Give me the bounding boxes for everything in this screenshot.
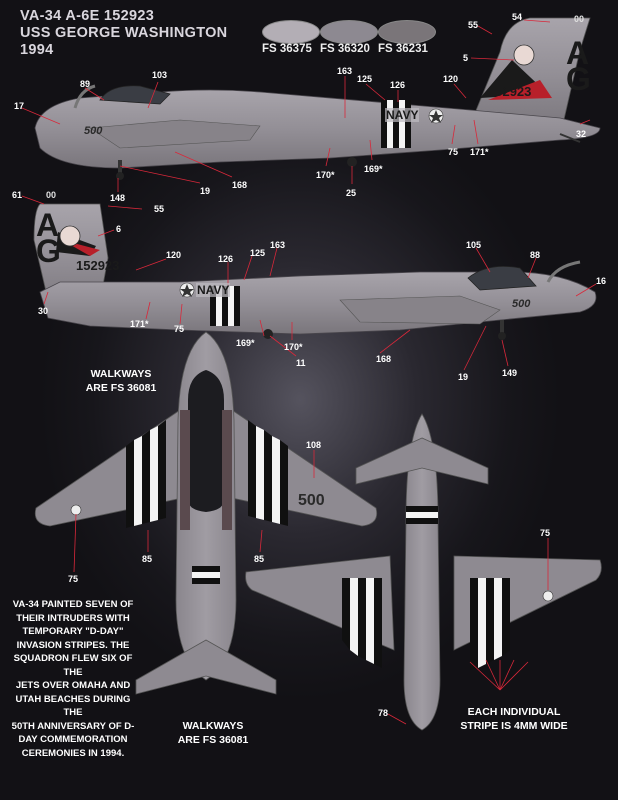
title-line-1: VA-34 A-6E 152923 xyxy=(20,8,155,24)
callout-170b: 170* xyxy=(284,342,303,352)
color-chip-fs36320 xyxy=(320,20,378,44)
callout-75d: 75 xyxy=(540,528,550,538)
callout-85b: 85 xyxy=(254,554,264,564)
walkways-note-bottom-line-1: WALKWAYS xyxy=(182,720,244,732)
callout-55: 55 xyxy=(468,20,478,30)
tail-code-mid: AG xyxy=(36,207,61,269)
callout-17: 17 xyxy=(14,101,24,111)
stripe-width-note: EACH INDIVIDUAL STRIPE IS 4MM WIDE xyxy=(454,706,574,734)
leader-lines-top xyxy=(21,19,591,192)
callout-54: 54 xyxy=(512,12,522,22)
leader-lines-mid xyxy=(21,195,597,371)
modex-top-profile: 500 xyxy=(84,125,103,137)
history-line: DAY COMMEMORATION xyxy=(18,734,128,745)
history-line: CEREMONIES IN 1994. xyxy=(21,747,125,759)
navy-marking-mid: NAVY xyxy=(196,283,231,297)
walkways-note-top: WALKWAYS ARE FS 36081 xyxy=(76,368,166,396)
callout-75: 75 xyxy=(448,147,458,157)
callout-61: 61 xyxy=(12,190,22,200)
color-chip-label-1: FS 36375 xyxy=(262,43,312,55)
callout-11: 11 xyxy=(296,358,306,368)
bureau-number-top: 152923 xyxy=(488,84,532,99)
callout-105: 105 xyxy=(466,240,481,250)
walkways-note-top-line-2: ARE FS 36081 xyxy=(85,381,157,394)
callout-120b: 120 xyxy=(166,250,181,260)
callout-75c: 75 xyxy=(68,574,78,584)
callout-171b: 171* xyxy=(130,319,149,329)
history-note: VA-34 PAINTED SEVEN OF THEIR INTRUDERS W… xyxy=(8,598,138,760)
callout-6: 6 xyxy=(116,224,121,234)
callout-169: 169* xyxy=(364,164,383,174)
color-chip-label-2: FS 36320 xyxy=(320,43,370,55)
callout-148: 148 xyxy=(110,193,125,203)
callout-78: 78 xyxy=(378,708,388,718)
callout-19: 19 xyxy=(200,186,210,196)
callout-5: 5 xyxy=(463,53,468,63)
stripe-note-line-1: EACH INDIVIDUAL xyxy=(467,706,561,718)
history-line: VA-34 PAINTED SEVEN OF xyxy=(12,599,134,610)
callout-126: 126 xyxy=(390,80,405,90)
callout-89: 89 xyxy=(80,79,90,89)
callout-168b: 168 xyxy=(376,354,391,364)
navy-marking-top: NAVY xyxy=(385,108,420,122)
planform-under-view xyxy=(245,413,602,731)
callout-85a: 85 xyxy=(142,554,152,564)
callout-103: 103 xyxy=(152,70,167,80)
leader-lines-low xyxy=(73,450,549,725)
callout-168: 168 xyxy=(232,180,247,190)
history-line: 50TH ANNIVERSARY OF D- xyxy=(11,720,135,732)
tail-top-code: 00 xyxy=(574,14,585,24)
history-line: THEIR INTRUDERS WITH xyxy=(16,612,130,624)
planform-top-view: 500 xyxy=(34,331,378,695)
callout-170: 170* xyxy=(316,170,335,180)
modex-mid-profile: 500 xyxy=(512,298,531,310)
callout-16: 16 xyxy=(596,276,606,286)
callout-163: 163 xyxy=(337,66,352,76)
tail-top-code-mid: 00 xyxy=(46,190,57,200)
stripe-note-line-2: STRIPE IS 4MM WIDE xyxy=(460,719,568,732)
callout-25: 25 xyxy=(346,188,356,198)
callout-169b: 169* xyxy=(236,338,255,348)
color-chip-label-3: FS 36231 xyxy=(378,43,428,55)
callout-125: 125 xyxy=(357,74,372,84)
bureau-number-mid: 152923 xyxy=(76,258,120,273)
planform-modex: 500 xyxy=(298,492,325,509)
callout-120: 120 xyxy=(443,74,458,84)
color-chip-fs36375 xyxy=(262,20,320,44)
callout-149: 149 xyxy=(502,368,517,378)
title-line-3: 1994 xyxy=(20,42,54,58)
callout-126b: 126 xyxy=(218,254,233,264)
callout-171: 171* xyxy=(470,147,489,157)
history-line: UTAH BEACHES DURING THE xyxy=(15,693,131,719)
callout-19b: 19 xyxy=(458,372,468,382)
callout-75b: 75 xyxy=(174,324,184,334)
color-chip-fs36231 xyxy=(378,20,436,44)
profile-left-view xyxy=(34,17,601,180)
walkways-note-bottom-line-2: ARE FS 36081 xyxy=(177,733,249,746)
callout-30: 30 xyxy=(38,306,48,316)
history-line: TEMPORARY "D-DAY" xyxy=(22,626,124,637)
tail-code-top: AG xyxy=(566,35,591,97)
profile-right-view xyxy=(33,203,597,340)
walkways-note-bottom: WALKWAYS ARE FS 36081 xyxy=(168,720,258,748)
callout-32: 32 xyxy=(576,129,586,139)
history-line: SQUADRON FLEW SIX OF THE xyxy=(13,653,133,678)
callout-108: 108 xyxy=(306,440,321,450)
callout-88: 88 xyxy=(530,250,540,260)
history-line: INVASION STRIPES. THE xyxy=(16,639,130,651)
callout-55b: 55 xyxy=(154,204,164,214)
walkways-note-top-line-1: WALKWAYS xyxy=(90,368,152,380)
title-line-2: USS GEORGE WASHINGTON xyxy=(20,25,228,41)
callout-163b: 163 xyxy=(270,240,285,250)
history-line: JETS OVER OMAHA AND xyxy=(15,680,131,691)
callout-125b: 125 xyxy=(250,248,265,258)
